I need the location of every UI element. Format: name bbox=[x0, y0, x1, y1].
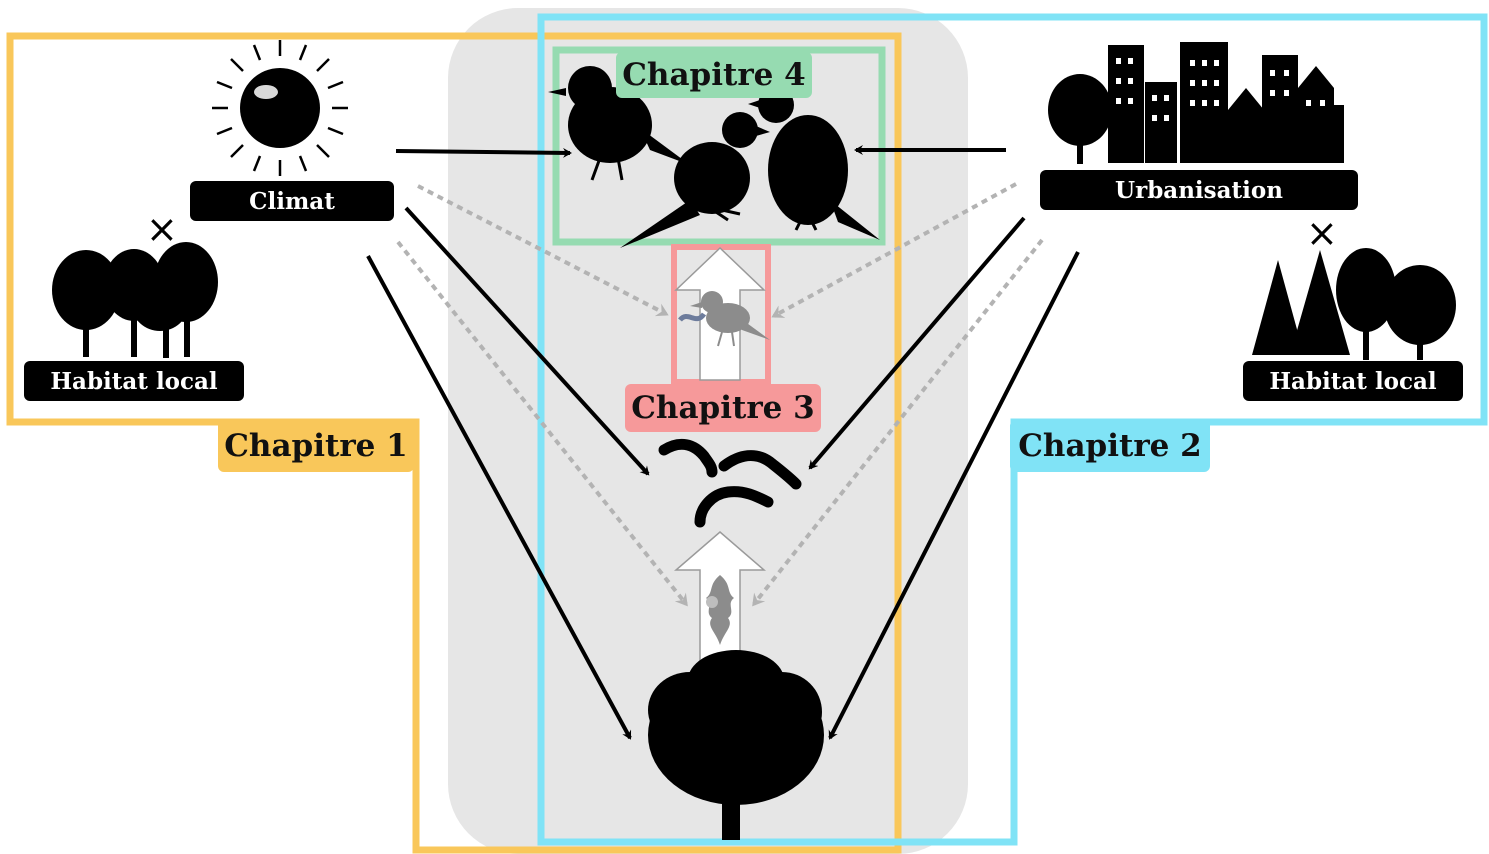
sun-icon bbox=[212, 40, 348, 176]
chapter1-frame bbox=[6, 32, 902, 854]
interaction-symbol-left: × bbox=[146, 207, 178, 251]
city-icon bbox=[1048, 42, 1344, 164]
chapter2-label: Chapitre 2 bbox=[1010, 420, 1210, 472]
chapter3-frame bbox=[671, 244, 771, 385]
indirect-effects-arrows bbox=[396, 182, 1044, 607]
climate-label: Climat bbox=[190, 181, 394, 221]
interaction-symbol-right: × bbox=[1306, 211, 1338, 255]
chapter3-label: Chapitre 3 bbox=[625, 384, 821, 432]
direct-effects-arrows bbox=[366, 145, 1080, 740]
habitat-left-label: Habitat local bbox=[24, 361, 244, 401]
trees-icon bbox=[52, 242, 218, 358]
oak-tree-icon bbox=[648, 650, 824, 840]
chapter4-label: Chapitre 4 bbox=[616, 52, 812, 98]
chapter1-label: Chapitre 1 bbox=[218, 420, 414, 472]
urbanisation-label: Urbanisation bbox=[1040, 170, 1358, 210]
bird-with-worm-icon bbox=[678, 291, 770, 347]
habitat-right-label: Habitat local bbox=[1243, 361, 1463, 401]
caterpillars-icon bbox=[658, 438, 802, 528]
birds-icon bbox=[548, 66, 880, 248]
chapter4-frame bbox=[552, 46, 886, 246]
oak-leaf-icon bbox=[706, 575, 734, 645]
conifer-trees-icon bbox=[1252, 248, 1456, 360]
